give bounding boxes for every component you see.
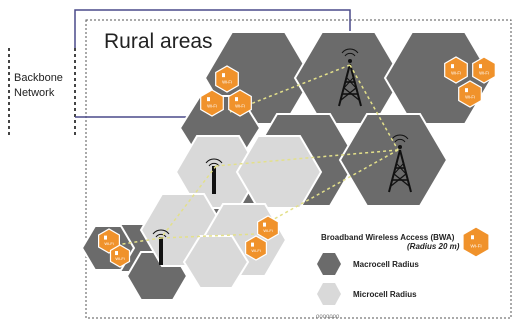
- wifi-label: Wi-Fi: [465, 95, 475, 100]
- wifi-device-icon: [115, 251, 118, 256]
- wifi-label: Wi-Fi: [115, 256, 124, 261]
- area-title: Rural areas: [104, 30, 213, 53]
- wifi-label: Wi-Fi: [479, 71, 489, 76]
- microcell-hex: [235, 135, 323, 209]
- wifi-label: Wi-Fi: [235, 104, 245, 109]
- wifi-device-icon: [251, 242, 254, 247]
- wifi-hex: [472, 56, 496, 84]
- legend-micro-swatch: [317, 283, 341, 305]
- backbone-label: Backbone Network: [14, 71, 63, 101]
- wifi-hex: [215, 65, 239, 93]
- wifi-label: Wi-Fi: [207, 104, 217, 109]
- wifi-device-icon: [465, 88, 468, 93]
- legend-dots: ooooooo: [316, 314, 340, 320]
- wifi-label: Wi-Fi: [263, 228, 272, 233]
- backbone-label-line2: Network: [14, 87, 55, 99]
- wifi-device-icon: [451, 64, 454, 69]
- wifi-device-icon: [471, 235, 474, 240]
- legend-bwa-label: Broadband Wireless Access (BWA): [321, 233, 455, 242]
- wifi-hex: [228, 89, 252, 117]
- wifi-label: Wi-Fi: [104, 241, 113, 246]
- wifi-label: Wi-Fi: [451, 71, 461, 76]
- rural-area-boundary: [85, 19, 512, 319]
- wifi-hex: [109, 244, 131, 268]
- wifi-device-icon: [479, 64, 482, 69]
- microcell-hex: [182, 235, 250, 289]
- legend-macro-swatch: [317, 253, 341, 275]
- wifi-hex: [458, 80, 482, 108]
- wifi-label: Wi-Fi: [251, 248, 260, 253]
- legend-micro-label: Microcell Radius: [353, 290, 417, 299]
- wifi-hex: [444, 56, 468, 84]
- wifi-hex: [245, 235, 267, 261]
- backbone-link-top: [74, 9, 351, 48]
- wifi-device-icon: [207, 97, 210, 102]
- wifi-hex: [462, 226, 490, 258]
- legend-macro-label: Macrocell Radius: [353, 260, 419, 269]
- macrocell-hex: [338, 113, 449, 207]
- wifi-device-icon: [263, 222, 266, 227]
- wireless-links: [109, 64, 399, 247]
- legend-bwa-swatch: Wi-Fi: [462, 226, 490, 258]
- wifi-hex: [257, 215, 279, 241]
- wifi-label: Wi-Fi: [222, 80, 232, 85]
- wifi-device-icon: [104, 235, 107, 240]
- wifi-hex: [200, 89, 224, 117]
- wifi-device-icon: [222, 73, 225, 78]
- wifi-device-icon: [235, 97, 238, 102]
- backbone-label-line1: Backbone: [14, 72, 63, 84]
- wifi-label: Wi-Fi: [470, 243, 481, 249]
- microcell-group: [139, 135, 323, 289]
- legend-bwa-radius: (Radius 20 m): [407, 242, 460, 251]
